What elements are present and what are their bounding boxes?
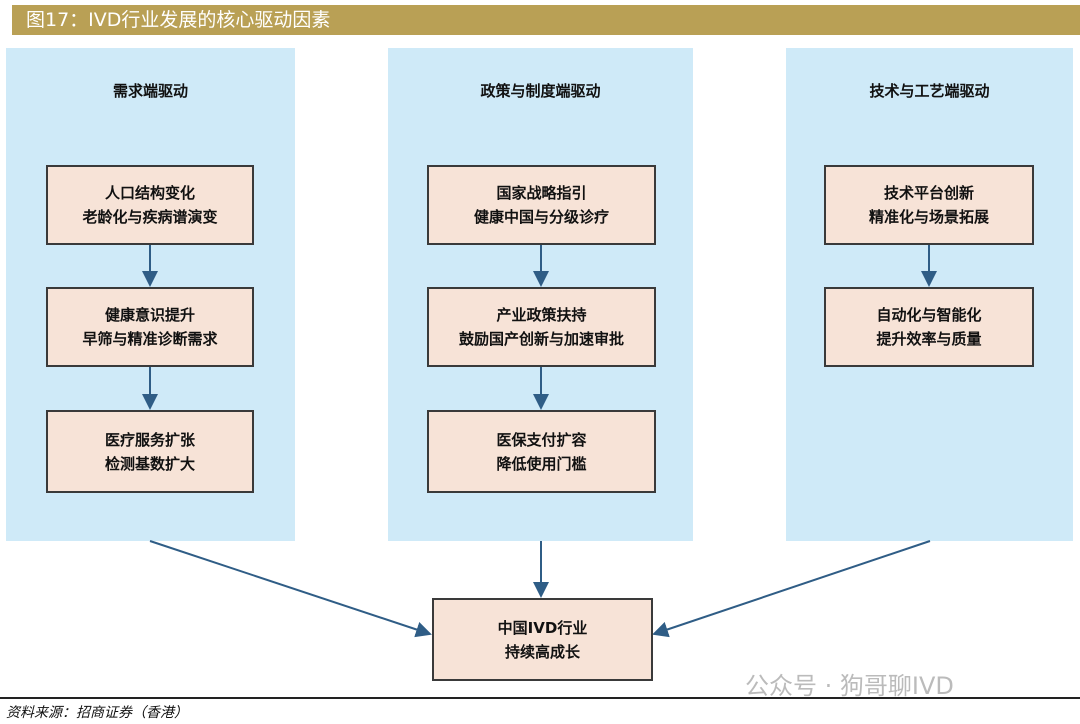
box-line: 降低使用门槛 — [496, 454, 587, 473]
box-line: 提升效率与质量 — [876, 330, 982, 348]
result-box: 中国IVD行业持续高成长 — [432, 598, 653, 681]
box-line: 健康中国与分级诊疗 — [473, 208, 609, 226]
driver-box: 技术平台创新精准化与场景拓展 — [824, 165, 1034, 245]
figure-title: 图17：IVD行业发展的核心驱动因素 — [12, 5, 1080, 35]
driver-box: 人口结构变化老龄化与疾病谱演变 — [46, 165, 254, 245]
box-line: 检测基数扩大 — [104, 454, 195, 473]
source-note: 资料来源：招商证券（香港） — [6, 705, 188, 721]
watermark: 公众号 · 狗哥聊IVD — [745, 672, 954, 700]
box-line: 健康意识提升 — [104, 306, 195, 324]
box-line: 国家战略指引 — [496, 184, 587, 202]
box-line: 中国IVD行业 — [497, 618, 588, 637]
column-title-policy: 政策与制度端驱动 — [480, 82, 601, 100]
divider — [0, 697, 1080, 699]
box-line: 老龄化与疾病谱演变 — [82, 208, 218, 226]
box-line: 人口结构变化 — [104, 184, 195, 202]
box-line: 医保支付扩容 — [496, 430, 587, 449]
box-line: 技术平台创新 — [883, 184, 974, 202]
box-line: 产业政策扶持 — [496, 306, 587, 324]
driver-box: 医疗服务扩张检测基数扩大 — [46, 410, 254, 493]
column-title-demand: 需求端驱动 — [112, 82, 188, 100]
driver-box: 国家战略指引健康中国与分级诊疗 — [427, 165, 656, 245]
driver-box: 医保支付扩容降低使用门槛 — [427, 410, 656, 493]
driver-box: 健康意识提升早筛与精准诊断需求 — [46, 287, 254, 367]
box-line: 医疗服务扩张 — [104, 430, 195, 449]
box-line: 鼓励国产创新与加速审批 — [458, 330, 624, 348]
driver-box: 自动化与智能化提升效率与质量 — [824, 287, 1034, 367]
column-title-tech: 技术与工艺端驱动 — [869, 82, 990, 100]
box-line: 精准化与场景拓展 — [868, 208, 989, 226]
driver-box: 产业政策扶持鼓励国产创新与加速审批 — [427, 287, 656, 367]
box-line: 早筛与精准诊断需求 — [82, 330, 218, 348]
box-line: 持续高成长 — [504, 642, 580, 661]
box-line: 自动化与智能化 — [876, 306, 982, 324]
